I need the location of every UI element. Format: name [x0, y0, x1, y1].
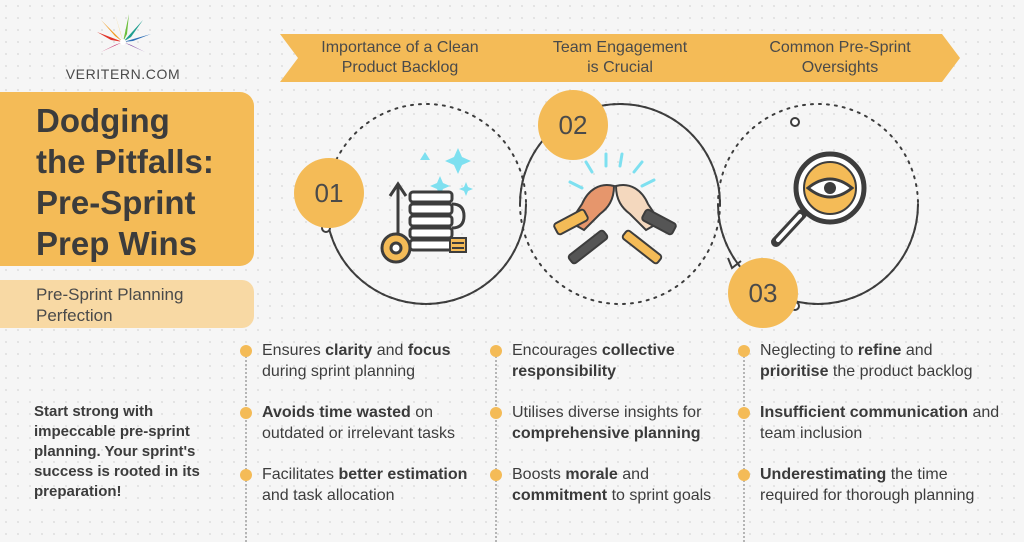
title-line: Prep Wins: [36, 225, 198, 262]
brand-logo-icon: [93, 12, 153, 64]
brand-name: VERITERN.COM: [65, 66, 181, 82]
emphasis-text: morale: [565, 466, 618, 483]
section-heading-line: Common Pre-Sprint: [769, 39, 911, 56]
connector-arc-1: [325, 203, 527, 305]
body-text: Encourages: [512, 342, 602, 359]
section-heading-line: Product Backlog: [341, 59, 459, 76]
body-text: required for thorough planning: [760, 487, 975, 504]
list-item: Ensures clarity and focus during sprint p…: [240, 340, 498, 382]
list-item: Insufficient communication and team inclu…: [738, 402, 1018, 444]
intro-line: success is rooted in its: [34, 463, 200, 480]
body-text: on: [410, 404, 434, 421]
emphasis-text: better estimation: [338, 466, 468, 483]
list-item: Utilises diverse insights for comprehensi…: [490, 402, 748, 444]
body-text: and: [617, 466, 649, 483]
emphasis-text: Insufficient communication: [760, 404, 969, 421]
emphasis-text: Avoids time wasted: [262, 404, 411, 421]
body-text: Facilitates: [262, 466, 339, 483]
page-subtitle: Pre-Sprint Planning Perfection: [0, 280, 254, 328]
body-text: the product backlog: [828, 363, 973, 380]
body-text: and: [968, 404, 1000, 421]
arrow-head: [727, 257, 742, 270]
magnifier-eye-icon: [771, 151, 867, 247]
step-number-2: 02: [538, 90, 608, 160]
section-heading-line: Team Engagement: [552, 39, 688, 56]
emphasis-text: Underestimating: [760, 466, 887, 483]
section-heading-2: Team Engagement is Crucial: [500, 34, 740, 82]
body-text: team inclusion: [760, 425, 863, 442]
column-2: Encourages collective responsibility Util…: [490, 340, 748, 542]
connector-arc-2: [519, 103, 721, 205]
body-text: to sprint goals: [607, 487, 712, 504]
body-text: and: [901, 342, 933, 359]
body-text: outdated or irrelevant tasks: [262, 425, 455, 442]
column-1: Ensures clarity and focus during sprint p…: [240, 340, 498, 542]
list-item: Facilitates better estimation and task al…: [240, 464, 498, 506]
subtitle-line: Pre-Sprint Planning: [36, 285, 184, 304]
list-item: Encourages collective responsibility: [490, 340, 748, 382]
body-text: and: [372, 342, 408, 359]
intro-line: preparation!: [34, 483, 122, 500]
intro-line: impeccable pre-sprint: [34, 423, 190, 440]
emphasis-text: collective: [601, 342, 675, 359]
title-line: Dodging: [36, 102, 170, 139]
step-number-1: 01: [294, 158, 364, 228]
column-3: Neglecting to refine and prioritise the p…: [738, 340, 1018, 542]
connector-arc-3: [717, 203, 919, 305]
intro-line: planning. Your sprint's: [34, 443, 196, 460]
page-title: Dodging the Pitfalls: Pre-Sprint Prep Wi…: [0, 92, 254, 266]
title-line: the Pitfalls:: [36, 143, 214, 180]
section-heading-line: is Crucial: [587, 59, 653, 76]
backlog-stack-icon: [380, 148, 473, 264]
process-flow: 01 02 03: [270, 90, 1024, 330]
emphasis-text: responsibility: [512, 363, 617, 380]
intro-text: Start strong with impeccable pre-sprint …: [34, 402, 234, 502]
list-item: Neglecting to refine and prioritise the p…: [738, 340, 1018, 382]
body-text: and task allocation: [262, 487, 395, 504]
high-five-icon: [553, 152, 677, 265]
emphasis-text: comprehensive planning: [512, 425, 701, 442]
title-line: Pre-Sprint: [36, 184, 196, 221]
body-text: Ensures: [262, 342, 326, 359]
section-heading-line: Importance of a Clean: [321, 39, 479, 56]
body-text: Boosts: [512, 466, 566, 483]
body-text: during sprint planning: [262, 363, 415, 380]
section-heading-1: Importance of a Clean Product Backlog: [280, 34, 520, 82]
list-item: Avoids time wasted on outdated or irrelev…: [240, 402, 498, 444]
emphasis-text: prioritise: [760, 363, 829, 380]
emphasis-text: focus: [407, 342, 451, 359]
subtitle-line: Perfection: [36, 306, 113, 325]
step-number-3: 03: [728, 258, 798, 328]
body-text: Utilises diverse insights for: [512, 404, 702, 421]
emphasis-text: refine: [857, 342, 902, 359]
list-item: Boosts morale and commitment to sprint go…: [490, 464, 748, 506]
intro-line: Start strong with: [34, 403, 154, 420]
body-text: the time: [886, 466, 948, 483]
list-item: Underestimating the time required for tho…: [738, 464, 1018, 506]
body-text: Neglecting to: [760, 342, 858, 359]
section-heading-3: Common Pre-Sprint Oversights: [720, 34, 960, 82]
emphasis-text: clarity: [325, 342, 373, 359]
section-heading-line: Oversights: [801, 59, 879, 76]
emphasis-text: commitment: [512, 487, 608, 504]
